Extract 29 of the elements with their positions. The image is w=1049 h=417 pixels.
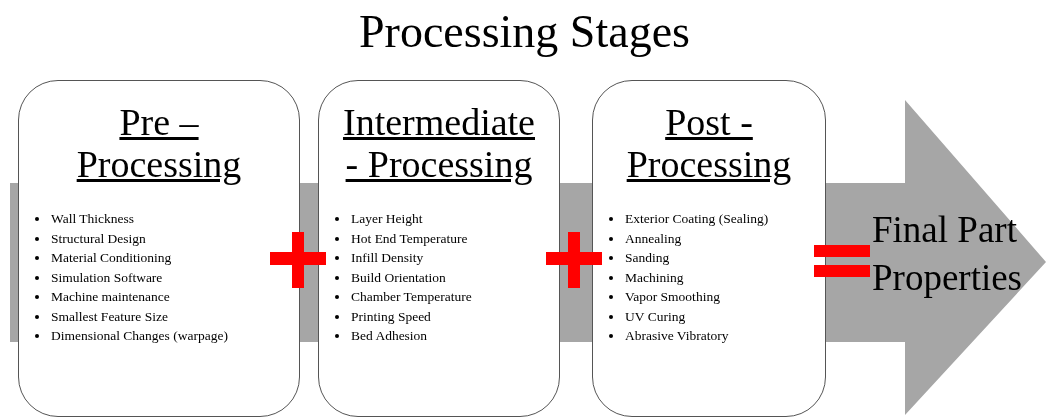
list-item: Machine maintenance <box>51 289 170 304</box>
list-item: Dimensional Changes (warpage) <box>51 328 228 343</box>
result-label: Final Part Properties <box>872 206 1047 302</box>
list-item: Material Conditioning <box>51 250 172 265</box>
list-item: Wall Thickness <box>51 211 135 226</box>
list-item: Exterior Coating (Sealing) <box>625 211 769 226</box>
list-item: Infill Density <box>351 250 424 265</box>
list-item: Printing Speed <box>351 308 431 324</box>
card-heading: Intermediate - Processing <box>342 101 536 185</box>
list-item: Annealing <box>625 230 682 246</box>
list-item: Chamber Temperature <box>351 289 472 304</box>
list-item: Sanding <box>625 250 670 265</box>
rounded-card <box>592 80 826 417</box>
list-item: Machining <box>625 269 684 285</box>
list-item: Hot End Temperature <box>351 230 468 246</box>
card-heading: Post - Processing <box>625 101 793 185</box>
list-item: Layer Height <box>351 211 423 226</box>
rounded-card <box>318 80 560 417</box>
rounded-card <box>18 80 300 417</box>
diagram-title: Processing Stages <box>358 5 691 59</box>
list-item: Vapor Smoothing <box>625 289 720 304</box>
list-item: Abrasive Vibratory <box>625 328 729 343</box>
list-item: Structural Design <box>51 230 146 246</box>
list-item: Build Orientation <box>351 269 446 285</box>
list-item: Bed Adhesion <box>351 328 428 343</box>
list-item: Smallest Feature Size <box>51 308 168 324</box>
list-item: UV Curing <box>625 308 686 324</box>
list-item: Simulation Software <box>51 269 163 285</box>
card-heading: Pre – Processing <box>75 101 243 185</box>
